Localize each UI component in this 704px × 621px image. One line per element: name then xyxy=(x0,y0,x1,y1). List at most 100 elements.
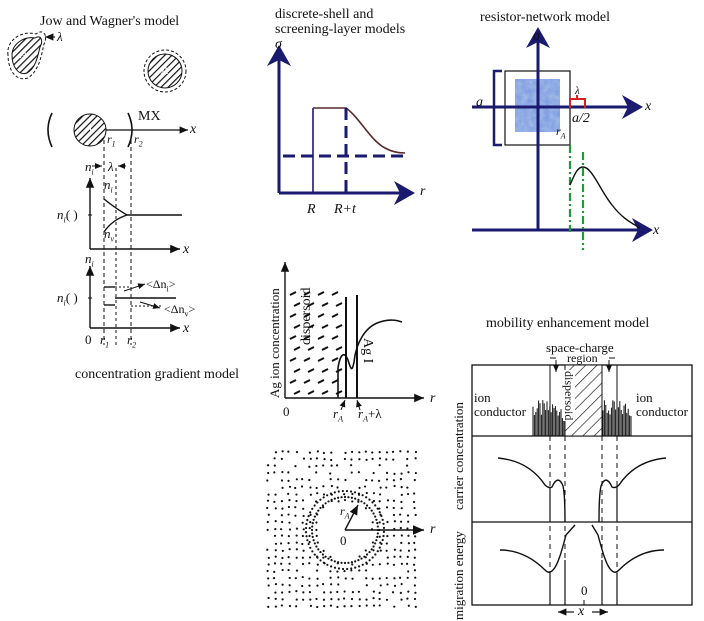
shell-dot xyxy=(316,501,319,504)
shell-dot xyxy=(324,555,327,558)
lattice-dot xyxy=(365,479,368,482)
lattice-dot xyxy=(308,478,311,482)
lattice-dot xyxy=(364,569,368,572)
shell-dot xyxy=(374,504,377,507)
shell-dot xyxy=(311,550,314,553)
lattice-dot xyxy=(407,549,411,552)
shell-dot xyxy=(380,514,383,518)
shell-dot xyxy=(374,515,377,518)
lattice-dot xyxy=(288,584,291,587)
lattice-dot xyxy=(412,500,416,504)
lattice-dot xyxy=(365,598,368,601)
lattice-dot xyxy=(309,486,312,489)
lattice-dot xyxy=(302,549,305,552)
lattice-dot xyxy=(273,562,277,565)
lattice-dot xyxy=(288,499,291,502)
lattice-dot xyxy=(288,604,292,608)
lattice-dot xyxy=(378,457,382,460)
migration-energy-label: migration energy xyxy=(451,531,466,620)
shell-dot xyxy=(306,539,309,542)
shell-dot xyxy=(337,496,340,499)
shell-dot xyxy=(305,535,308,538)
mobility-x-label: x xyxy=(578,604,585,619)
lattice-dot xyxy=(386,583,389,586)
shell-dot xyxy=(319,506,322,510)
lattice-dot xyxy=(413,506,416,510)
lattice-dot xyxy=(280,534,284,537)
lattice-dot xyxy=(371,541,374,544)
lattice-dot xyxy=(302,507,305,510)
lattice-dot xyxy=(274,527,277,531)
lattice-dot xyxy=(399,526,402,530)
lattice-dot xyxy=(413,597,417,601)
lattice-dot xyxy=(301,542,304,546)
lattice-dot xyxy=(363,485,367,488)
lattice-dot xyxy=(372,492,375,495)
delta-ni-label: <Δni> xyxy=(146,277,176,294)
lattice-dot xyxy=(372,499,376,503)
lattice-dot xyxy=(267,584,270,587)
dispersoid-dash xyxy=(335,346,343,351)
mx-label: MX xyxy=(138,109,161,124)
lattice-dot xyxy=(272,577,276,580)
lattice-dot xyxy=(301,534,304,538)
shell-dot xyxy=(333,491,336,494)
lattice-dot xyxy=(281,598,284,601)
lattice-dot xyxy=(301,575,304,579)
lattice-dot xyxy=(295,556,298,559)
dispersoid-label: dispersoid xyxy=(299,287,314,345)
lattice-dot xyxy=(351,591,355,594)
lattice-dot xyxy=(308,562,311,565)
lattice-dot xyxy=(266,569,269,573)
tick-R-plus-t: R+t xyxy=(334,202,356,217)
lattice-dot xyxy=(316,492,319,495)
lambda-bracket xyxy=(569,95,586,108)
gradient-upper-plot xyxy=(85,163,182,254)
lattice-dot xyxy=(379,549,382,552)
lattice-dot xyxy=(267,596,270,600)
shell-dot xyxy=(350,567,353,570)
lattice-dot xyxy=(329,555,332,559)
lattice-dot xyxy=(372,596,375,600)
mx-x-axis-label: x xyxy=(190,122,197,137)
lattice-dots xyxy=(266,450,418,609)
lattice-dot xyxy=(295,548,298,551)
lattice-dot xyxy=(407,604,410,607)
lattice-dot xyxy=(371,451,374,454)
lattice-dot xyxy=(287,450,290,453)
lattice-dot xyxy=(267,605,270,608)
shell-dot xyxy=(381,518,384,521)
lattice-dot xyxy=(414,535,417,538)
shell-dot xyxy=(371,501,374,504)
lattice-dot xyxy=(309,521,312,524)
shell-dot xyxy=(376,532,379,535)
lattice-dot xyxy=(295,534,298,537)
lattice-dot xyxy=(391,450,395,453)
lattice-dot xyxy=(399,555,402,558)
shell-dot xyxy=(330,498,333,501)
shell-dot xyxy=(345,489,349,493)
lattice-dot xyxy=(308,534,311,538)
lattice-dot xyxy=(288,590,291,593)
dispersoid-dash xyxy=(317,335,325,340)
lattice-dot xyxy=(308,451,311,454)
lattice-dot xyxy=(407,570,410,573)
lattice-dot xyxy=(316,584,319,587)
shell-dot xyxy=(313,515,316,518)
shell-dot xyxy=(353,491,357,494)
lattice-dot xyxy=(414,605,417,608)
lattice-dot xyxy=(405,562,409,565)
lattice-dot xyxy=(358,451,361,454)
dispersoid-dash xyxy=(321,302,329,307)
lattice-dot xyxy=(372,471,375,475)
shell-dot xyxy=(372,545,375,548)
lattice-dot xyxy=(287,542,290,545)
lattice-dot xyxy=(266,499,270,502)
lattice-dot xyxy=(378,597,381,601)
lattice-dot xyxy=(344,478,347,482)
shell-dot xyxy=(350,496,353,499)
lattice-dot xyxy=(358,604,361,608)
lattice-dot xyxy=(406,597,409,600)
lattice-dot xyxy=(412,563,416,566)
shell-dot xyxy=(309,511,312,514)
